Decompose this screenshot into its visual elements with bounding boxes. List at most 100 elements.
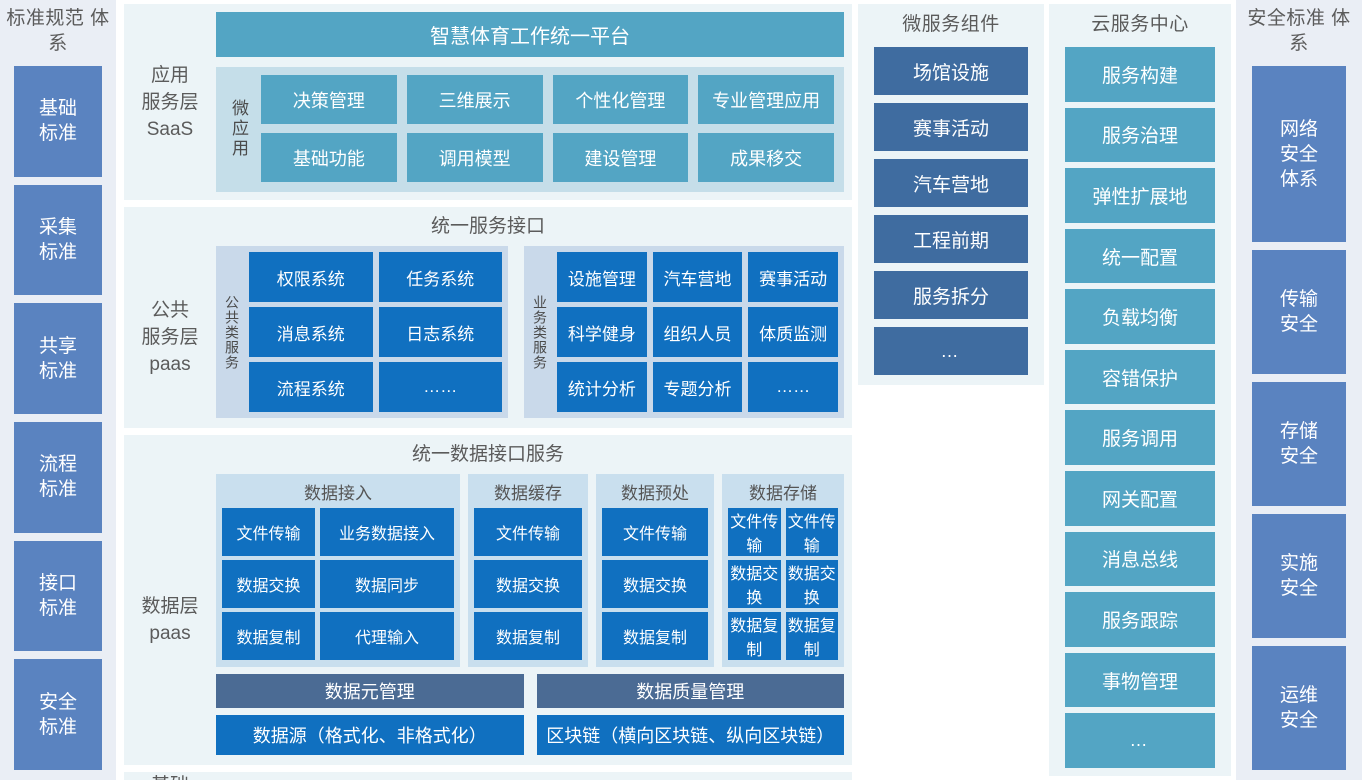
cloud-item-service-tracing[interactable]: 服务跟踪 bbox=[1065, 592, 1215, 647]
standard-item-collection[interactable]: 采集 标准 bbox=[14, 184, 102, 296]
ingest-tile-data-sync[interactable]: 数据同步 bbox=[320, 560, 454, 608]
cloud-item-fault-tolerance[interactable]: 容错保护 bbox=[1065, 349, 1215, 405]
storage-tile-data-replication-2[interactable]: 数据复制 bbox=[785, 612, 838, 660]
cloud-item-message-bus[interactable]: 消息总线 bbox=[1065, 531, 1215, 587]
infrastructure-layer-label: 基础 设施层 paas bbox=[124, 772, 216, 780]
unified-service-interface-title: 统一服务接口 bbox=[430, 216, 545, 237]
microservice-column-title: 微服务组件 bbox=[902, 14, 1000, 35]
application-service-layer: 应用 服务层 SaaS 智慧体育工作统一平台 微应用 决策管理 三维展示 个性化… bbox=[124, 4, 852, 200]
service-tile-permission[interactable]: 权限系统 bbox=[249, 252, 373, 302]
service-tile-message[interactable]: 消息系统 bbox=[249, 307, 373, 357]
security-item-storage-security[interactable]: 存储 安全 bbox=[1252, 382, 1346, 507]
data-ingest-title: 数据接入 bbox=[304, 484, 372, 503]
public-service-layer: 统一服务接口 公共 服务层 paas 公共类服务 权限系统 任务系统 消息系统 … bbox=[124, 207, 852, 428]
security-item-network-security-system[interactable]: 网络 安全 体系 bbox=[1252, 66, 1346, 243]
ingest-tile-data-replication[interactable]: 数据复制 bbox=[222, 612, 316, 660]
storage-tile-data-exchange-1[interactable]: 数据交换 bbox=[728, 560, 781, 608]
service-tile-thematic-analysis[interactable]: 专题分析 bbox=[652, 362, 743, 412]
service-tile-common-more[interactable]: …… bbox=[378, 362, 502, 412]
service-tile-physique-monitoring[interactable]: 体质监测 bbox=[748, 307, 838, 357]
ingest-tile-agent-input[interactable]: 代理输入 bbox=[320, 612, 454, 660]
standard-item-process[interactable]: 流程 标准 bbox=[14, 422, 102, 533]
cloud-item-elastic-scaling[interactable]: 弹性扩展地 bbox=[1065, 168, 1215, 223]
app-tile-construction-management[interactable]: 建设管理 bbox=[552, 133, 689, 182]
data-cache-group: 数据缓存 文件传输 数据交换 数据复制 bbox=[468, 474, 588, 667]
standard-item-sharing[interactable]: 共享 标准 bbox=[14, 303, 102, 415]
storage-tile-file-transfer-1[interactable]: 文件传输 bbox=[728, 508, 781, 556]
cache-tile-file-transfer[interactable]: 文件传输 bbox=[474, 508, 582, 556]
security-standards-list: 网络 安全 体系 传输 安全 存储 安全 实施 安全 运维 安全 bbox=[1236, 66, 1362, 774]
unified-data-interface-title: 统一数据接口服务 bbox=[411, 444, 564, 465]
service-tile-event-activity[interactable]: 赛事活动 bbox=[748, 252, 838, 302]
cloud-item-more[interactable]: … bbox=[1065, 713, 1215, 768]
application-layer-content: 智慧体育工作统一平台 微应用 决策管理 三维展示 个性化管理 专业管理应用 基础… bbox=[216, 4, 852, 200]
cloud-item-load-balancing[interactable]: 负载均衡 bbox=[1065, 289, 1215, 344]
app-tile-result-handover[interactable]: 成果移交 bbox=[698, 133, 834, 182]
cloud-item-transaction-management[interactable]: 事物管理 bbox=[1065, 652, 1215, 708]
service-tile-task[interactable]: 任务系统 bbox=[378, 252, 502, 302]
cloud-item-service-governance[interactable]: 服务治理 bbox=[1065, 107, 1215, 163]
cloud-service-list: 服务构建 服务治理 弹性扩展地 统一配置 负载均衡 容错保护 服务调用 网关配置… bbox=[1049, 47, 1231, 776]
microservice-list: 场馆设施 赛事活动 汽车营地 工程前期 服务拆分 … bbox=[858, 47, 1044, 377]
service-tile-workflow[interactable]: 流程系统 bbox=[249, 362, 373, 412]
standards-list: 基础 标准 采集 标准 共享 标准 流程 标准 接口 标准 安全 标准 bbox=[0, 66, 116, 774]
service-tile-business-more[interactable]: …… bbox=[748, 362, 838, 412]
microservice-item-car-camp[interactable]: 汽车营地 bbox=[874, 159, 1028, 207]
unified-platform-banner: 智慧体育工作统一平台 bbox=[216, 12, 844, 57]
cloud-item-gateway-config[interactable]: 网关配置 bbox=[1065, 471, 1215, 526]
service-tile-facility-management[interactable]: 设施管理 bbox=[557, 252, 647, 302]
source-tile-blockchain[interactable]: 区块链（横向区块链、纵向区块链） bbox=[536, 715, 844, 755]
app-tile-basic-functions[interactable]: 基础功能 bbox=[261, 133, 397, 182]
service-tile-log[interactable]: 日志系统 bbox=[378, 307, 502, 357]
preprocess-tile-data-replication[interactable]: 数据复制 bbox=[602, 612, 708, 660]
common-service-group: 公共类服务 权限系统 任务系统 消息系统 日志系统 流程系统 …… bbox=[216, 246, 508, 418]
data-ingest-group: 数据接入 文件传输 业务数据接入 数据交换 数据同步 数据复制 代理输入 bbox=[216, 474, 460, 667]
service-tile-car-camp[interactable]: 汽车营地 bbox=[652, 252, 743, 302]
source-tile-datasource[interactable]: 数据源（格式化、非格式化） bbox=[216, 715, 524, 755]
app-tile-model-invocation[interactable]: 调用模型 bbox=[406, 133, 543, 182]
cache-tile-data-replication[interactable]: 数据复制 bbox=[474, 612, 582, 660]
app-tile-3d-display[interactable]: 三维展示 bbox=[406, 75, 543, 124]
data-cache-grid: 文件传输 数据交换 数据复制 bbox=[474, 508, 582, 660]
security-item-operation-security[interactable]: 运维 安全 bbox=[1252, 646, 1346, 771]
service-tile-organization-personnel[interactable]: 组织人员 bbox=[652, 307, 743, 357]
service-tile-statistical-analysis[interactable]: 统计分析 bbox=[557, 362, 647, 412]
security-item-implementation-security[interactable]: 实施 安全 bbox=[1252, 514, 1346, 639]
app-tile-decision-management[interactable]: 决策管理 bbox=[261, 75, 397, 124]
microservice-item-venue-facility[interactable]: 场馆设施 bbox=[874, 47, 1028, 95]
micro-application-grid: 决策管理 三维展示 个性化管理 专业管理应用 基础功能 调用模型 建设管理 成果… bbox=[261, 75, 834, 182]
ingest-tile-file-transfer[interactable]: 文件传输 bbox=[222, 508, 316, 556]
preprocess-tile-file-transfer[interactable]: 文件传输 bbox=[602, 508, 708, 556]
microservice-item-event-activity[interactable]: 赛事活动 bbox=[874, 103, 1028, 151]
standard-item-interface[interactable]: 接口 标准 bbox=[14, 540, 102, 652]
app-tile-personalized-management[interactable]: 个性化管理 bbox=[552, 75, 689, 124]
standard-item-security[interactable]: 安全 标准 bbox=[14, 659, 102, 771]
microservice-item-service-split[interactable]: 服务拆分 bbox=[874, 271, 1028, 319]
storage-tile-data-replication-1[interactable]: 数据复制 bbox=[728, 612, 781, 660]
service-tile-scientific-fitness[interactable]: 科学健身 bbox=[557, 307, 647, 357]
preprocess-tile-data-exchange[interactable]: 数据交换 bbox=[602, 560, 708, 608]
storage-tile-file-transfer-2[interactable]: 文件传输 bbox=[785, 508, 838, 556]
cloud-item-service-invocation[interactable]: 服务调用 bbox=[1065, 410, 1215, 466]
standards-column-title: 标准规范 体系 bbox=[6, 8, 110, 54]
microservice-item-more[interactable]: … bbox=[874, 327, 1028, 375]
data-layer-content: 数据接入 文件传输 业务数据接入 数据交换 数据同步 数据复制 代理输入 bbox=[216, 474, 852, 765]
infrastructure-content: 计算资源 存储资源 安全设备 网络资源 服务器资源 虚拟化资源 操作系统 中间件… bbox=[216, 772, 852, 780]
public-service-body: 公共 服务层 paas 公共类服务 权限系统 任务系统 消息系统 日志系统 流程… bbox=[124, 246, 852, 428]
infrastructure-body: 基础 设施层 paas 计算资源 存储资源 安全设备 网络资源 服务器资源 虚拟… bbox=[124, 772, 852, 780]
data-ingest-grid: 文件传输 业务数据接入 数据交换 数据同步 数据复制 代理输入 bbox=[222, 508, 454, 660]
storage-tile-data-exchange-2[interactable]: 数据交换 bbox=[785, 560, 838, 608]
micro-application-panel: 微应用 决策管理 三维展示 个性化管理 专业管理应用 基础功能 调用模型 建设管… bbox=[216, 67, 844, 192]
standard-item-basic[interactable]: 基础 标准 bbox=[14, 66, 102, 177]
management-tile-metadata[interactable]: 数据元管理 bbox=[216, 674, 524, 708]
microservice-components-column: 微服务组件 场馆设施 赛事活动 汽车营地 工程前期 服务拆分 … bbox=[858, 4, 1044, 385]
ingest-tile-data-exchange[interactable]: 数据交换 bbox=[222, 560, 316, 608]
cloud-item-service-build[interactable]: 服务构建 bbox=[1065, 47, 1215, 102]
microservice-item-project-preliminary[interactable]: 工程前期 bbox=[874, 215, 1028, 263]
cache-tile-data-exchange[interactable]: 数据交换 bbox=[474, 560, 582, 608]
ingest-tile-business-data[interactable]: 业务数据接入 bbox=[320, 508, 454, 556]
security-item-transmission-security[interactable]: 传输 安全 bbox=[1252, 250, 1346, 375]
cloud-item-unified-config[interactable]: 统一配置 bbox=[1065, 228, 1215, 284]
app-tile-professional-management[interactable]: 专业管理应用 bbox=[698, 75, 834, 124]
management-tile-data-quality[interactable]: 数据质量管理 bbox=[536, 674, 844, 708]
